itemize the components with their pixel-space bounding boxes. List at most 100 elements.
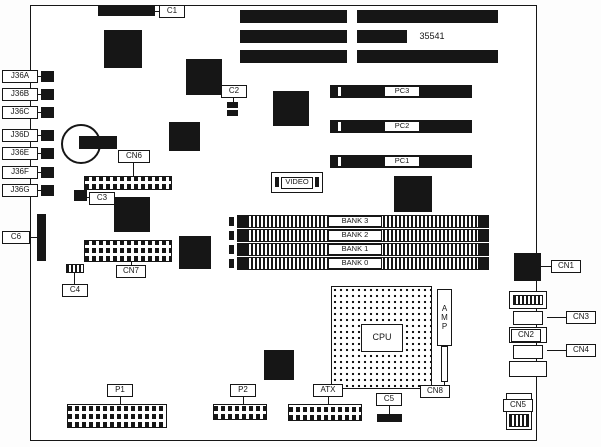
- isa-slot: [240, 30, 347, 43]
- leader-line: [38, 190, 41, 191]
- leader-line: [133, 163, 134, 176]
- connector-j36f: [41, 167, 54, 178]
- cpu-socket: [331, 286, 432, 389]
- connector-c6: [37, 214, 46, 261]
- simm-label: BANK 0: [328, 258, 382, 269]
- connector-c3: [74, 190, 87, 201]
- callout-j36g: J36G: [2, 184, 38, 197]
- callout-c5: C5: [376, 393, 402, 406]
- connector-p2: [213, 404, 267, 420]
- leader-line: [541, 266, 551, 267]
- leader-line: [389, 406, 390, 414]
- connector-cn5-detail: [509, 414, 529, 427]
- leader-line: [38, 135, 41, 136]
- simm-cap: [237, 257, 247, 270]
- ic-chip: [394, 176, 432, 212]
- callout-cn7: CN7: [116, 265, 146, 278]
- leader-line: [547, 317, 566, 318]
- io-port-cn4: [513, 345, 543, 359]
- simm-cap: [479, 215, 489, 228]
- leader-line: [38, 172, 41, 173]
- callout-cn8: CN8: [420, 385, 450, 398]
- simm-block: [229, 259, 234, 268]
- connector-j36d: [41, 130, 54, 141]
- callout-j36a: J36A: [2, 70, 38, 83]
- video-label: VIDEO: [281, 177, 313, 189]
- pci-slot-notch: [338, 157, 341, 166]
- leader-line: [74, 273, 75, 284]
- callout-j36e: J36E: [2, 147, 38, 160]
- callout-c4: C4: [62, 284, 88, 297]
- callout-atx: ATX: [313, 384, 343, 397]
- connector-c2: [227, 102, 238, 108]
- leader-line: [87, 197, 89, 198]
- leader-line: [120, 397, 121, 404]
- connector-c4: [66, 264, 84, 273]
- leader-line: [233, 98, 234, 102]
- ic-chip: [264, 350, 294, 380]
- ic-chip: [179, 236, 211, 269]
- pci-slot-label: PC3: [384, 86, 420, 97]
- simm-cap: [237, 229, 247, 242]
- ic-chip: [114, 197, 150, 232]
- simm-label: BANK 3: [328, 216, 382, 227]
- leader-line: [30, 237, 37, 238]
- ic-chip: [104, 30, 142, 68]
- connector-cn7: [84, 240, 172, 262]
- isa-slot: [240, 10, 347, 23]
- ic-chip: [169, 122, 200, 151]
- connector-atx: [288, 404, 362, 421]
- simm-cap: [479, 257, 489, 270]
- simm-block: [229, 217, 234, 226]
- callout-cn1: CN1: [551, 260, 581, 273]
- isa-slot: [357, 30, 407, 43]
- leader-line: [38, 94, 41, 95]
- connector-j36c: [41, 107, 54, 118]
- connector-j36a: [41, 71, 54, 82]
- connector-amp: AMP: [437, 289, 452, 346]
- connector-j36g: [41, 185, 54, 196]
- io-port-cn3: [513, 311, 543, 325]
- callout-cn2: CN2: [511, 329, 541, 342]
- leader-line: [38, 76, 41, 77]
- cpu-label: CPU: [361, 324, 403, 352]
- simm-label: BANK 1: [328, 244, 382, 255]
- pci-slot-label: PC1: [384, 156, 420, 167]
- callout-j36b: J36B: [2, 88, 38, 101]
- io-port: [509, 361, 547, 377]
- video-pin: [315, 177, 319, 187]
- callout-j36f: J36F: [2, 166, 38, 179]
- connector-c2: [227, 110, 238, 116]
- leader-line: [131, 262, 132, 265]
- callout-p2: P2: [230, 384, 256, 397]
- callout-j36c: J36C: [2, 106, 38, 119]
- connector-c5: [377, 414, 402, 422]
- ic-chip: [273, 91, 309, 126]
- leader-line: [328, 397, 329, 404]
- leader-line: [444, 382, 445, 385]
- leader-line: [243, 397, 244, 404]
- io-port-detail: [513, 295, 543, 305]
- simm-cap: [479, 243, 489, 256]
- callout-c2: C2: [221, 85, 247, 98]
- connector-cn6: [84, 176, 172, 190]
- connector-j36b: [41, 89, 54, 100]
- connector-c1: [98, 6, 155, 16]
- leader-line: [547, 350, 566, 351]
- callout-cn5: CN5: [503, 399, 533, 412]
- simm-cap: [237, 243, 247, 256]
- connector-j36e: [41, 148, 54, 159]
- callout-cn3: CN3: [566, 311, 596, 324]
- callout-j36d: J36D: [2, 129, 38, 142]
- leader-line: [38, 153, 41, 154]
- leader-line: [38, 112, 41, 113]
- pci-slot-label: PC2: [384, 121, 420, 132]
- simm-block: [229, 245, 234, 254]
- callout-c3: C3: [89, 192, 115, 205]
- simm-cap: [479, 229, 489, 242]
- connector-p1: [67, 404, 167, 428]
- isa-slot: [357, 10, 498, 23]
- pci-slot-notch: [338, 122, 341, 131]
- simm-cap: [237, 215, 247, 228]
